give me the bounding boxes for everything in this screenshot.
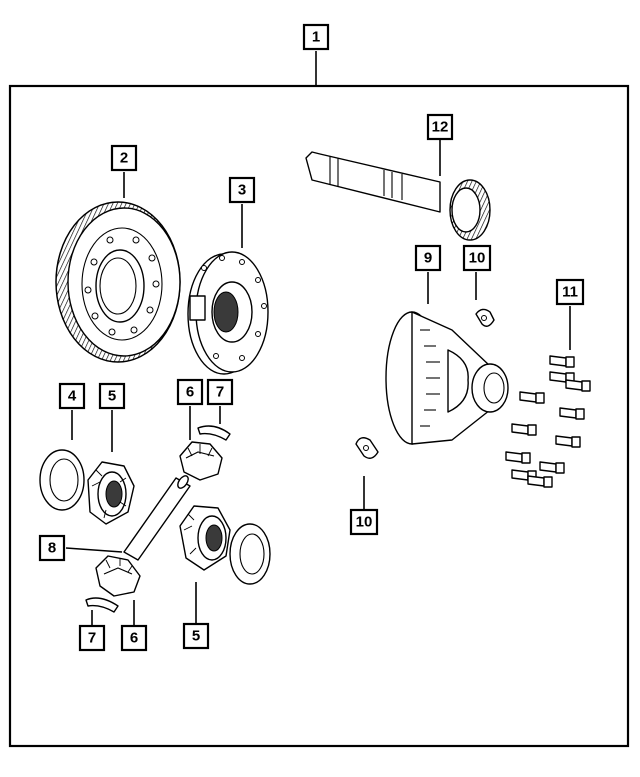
callout-2[interactable]: 2: [110, 144, 138, 198]
carrier-flange[interactable]: [187, 251, 269, 375]
callout-2-label: 2: [120, 150, 128, 167]
callout-5-lower[interactable]: 5: [182, 582, 210, 650]
callout-6b-label: 6: [130, 630, 138, 647]
ring-gear[interactable]: [55, 201, 181, 363]
callout-7-upper[interactable]: 7: [206, 378, 234, 424]
output-shaft[interactable]: [305, 151, 491, 241]
callout-12[interactable]: 12: [426, 113, 454, 176]
callout-10b-label: 10: [356, 514, 373, 531]
pinion-washer-lower[interactable]: [85, 597, 119, 613]
callout-1-label: 1: [312, 29, 320, 46]
callout-9[interactable]: 9: [414, 244, 442, 304]
side-gear-left[interactable]: [87, 461, 135, 525]
callout-5a-label: 5: [108, 388, 116, 405]
callout-7-lower[interactable]: 7: [78, 610, 106, 652]
callout-4[interactable]: 4: [58, 382, 86, 440]
assembly-frame: [8, 84, 630, 748]
callout-10a-label: 10: [469, 250, 486, 267]
thrust-washer-left[interactable]: [39, 449, 85, 511]
pinion-gear-lower[interactable]: [95, 555, 141, 597]
callout-7b-label: 7: [88, 630, 96, 647]
callout-8-label: 8: [48, 540, 56, 557]
callout-4-label: 4: [68, 388, 77, 405]
callout-6-upper[interactable]: 6: [176, 378, 204, 440]
callout-6-lower[interactable]: 6: [120, 600, 148, 652]
callout-10-lower[interactable]: 10: [349, 476, 379, 536]
callout-12-label: 12: [432, 119, 449, 136]
ring-gear-bolts[interactable]: [505, 355, 591, 488]
callout-10-upper[interactable]: 10: [462, 244, 492, 300]
side-gear-right[interactable]: [179, 505, 231, 571]
callout-3[interactable]: 3: [228, 176, 256, 248]
callout-5-upper[interactable]: 5: [98, 382, 126, 452]
callout-9-label: 9: [424, 250, 432, 267]
callout-11[interactable]: 11: [555, 278, 585, 350]
pinion-washer-upper[interactable]: [197, 425, 231, 441]
callout-6a-label: 6: [186, 384, 194, 401]
callout-7a-label: 7: [216, 384, 224, 401]
lock-clip-lower[interactable]: [355, 437, 379, 459]
callout-11-label: 11: [562, 284, 578, 301]
callout-8[interactable]: 8: [38, 534, 123, 562]
pinion-gear-upper[interactable]: [179, 441, 223, 481]
callout-5b-label: 5: [192, 628, 200, 645]
thrust-washer-right[interactable]: [229, 523, 271, 585]
differential-case[interactable]: [385, 311, 509, 445]
callout-1[interactable]: 1: [302, 23, 330, 86]
pinion-shaft[interactable]: [123, 474, 191, 561]
callout-3-label: 3: [238, 182, 246, 199]
lock-clip-upper[interactable]: [475, 308, 495, 327]
